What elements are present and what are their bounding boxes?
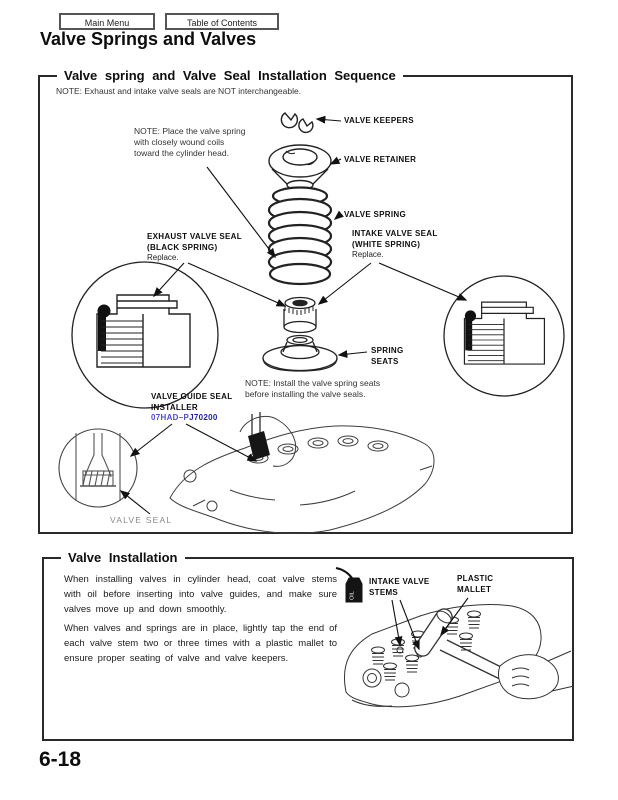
note-interchangeable: NOTE: Exhaust and intake valve seals are… (56, 86, 302, 96)
installation-section-title: Valve Installation (61, 550, 185, 565)
installer-part-number-link[interactable]: 07HAD–PJ70200 (151, 413, 218, 422)
valve-stem-seal-drawing (283, 296, 317, 334)
valve-keepers-drawing (280, 112, 314, 134)
main-menu-button[interactable]: Main Menu (59, 13, 155, 30)
page-title: Valve Springs and Valves (40, 29, 257, 49)
head-and-mallet-sketch (344, 604, 575, 708)
label-valve-guide-seal-installer: VALVE GUIDE SEAL INSTALLER 07HAD–PJ70200 (151, 392, 233, 422)
installation-section-frame: Valve Installation (42, 550, 574, 741)
label-plastic-mallet: PLASTIC MALLET (457, 574, 494, 594)
page-number: 6-18 (39, 748, 82, 771)
intake-seal-inset (443, 275, 565, 397)
valve-spring-drawing (267, 186, 333, 286)
label-exhaust-valve-seal: EXHAUST VALVE SEAL (BLACK SPRING) Replac… (147, 232, 242, 262)
sequence-section-title: Valve spring and Valve Seal Installation… (57, 68, 403, 83)
installation-paragraph-2: When valves and springs are in place, li… (64, 623, 337, 664)
installation-paragraph-1: When installing valves in cylinder head,… (64, 574, 337, 615)
label-valve-retainer: VALVE RETAINER (344, 155, 417, 164)
label-spring-seats: SPRING SEATS (371, 346, 404, 366)
exhaust-seal-inset (71, 261, 219, 409)
pointer-arrows (119, 115, 469, 651)
sequence-section-frame: Valve spring and Valve Seal Installation… (38, 68, 573, 534)
note-install-seats: NOTE: Install the valve spring seats bef… (245, 378, 381, 399)
note-place-spring: NOTE: Place the valve spring with closel… (134, 126, 246, 158)
cylinder-head-sketch (169, 412, 435, 534)
label-valve-spring: VALVE SPRING (344, 210, 406, 219)
oil-can-text: OIL (350, 591, 356, 600)
label-valve-seal: VALVE SEAL (110, 515, 173, 525)
label-intake-valve-seal: INTAKE VALVE SEAL (WHITE SPRING) Replace… (352, 229, 438, 259)
spring-seat-drawing (262, 334, 338, 372)
oil-bottle-icon: OIL (335, 567, 363, 603)
valve-seal-inset (58, 428, 138, 508)
table-of-contents-button[interactable]: Table of Contents (165, 13, 279, 30)
label-valve-keepers: VALVE KEEPERS (344, 116, 414, 125)
label-intake-valve-stems: INTAKE VALVE STEMS (369, 577, 430, 597)
valve-retainer-drawing (268, 144, 332, 191)
